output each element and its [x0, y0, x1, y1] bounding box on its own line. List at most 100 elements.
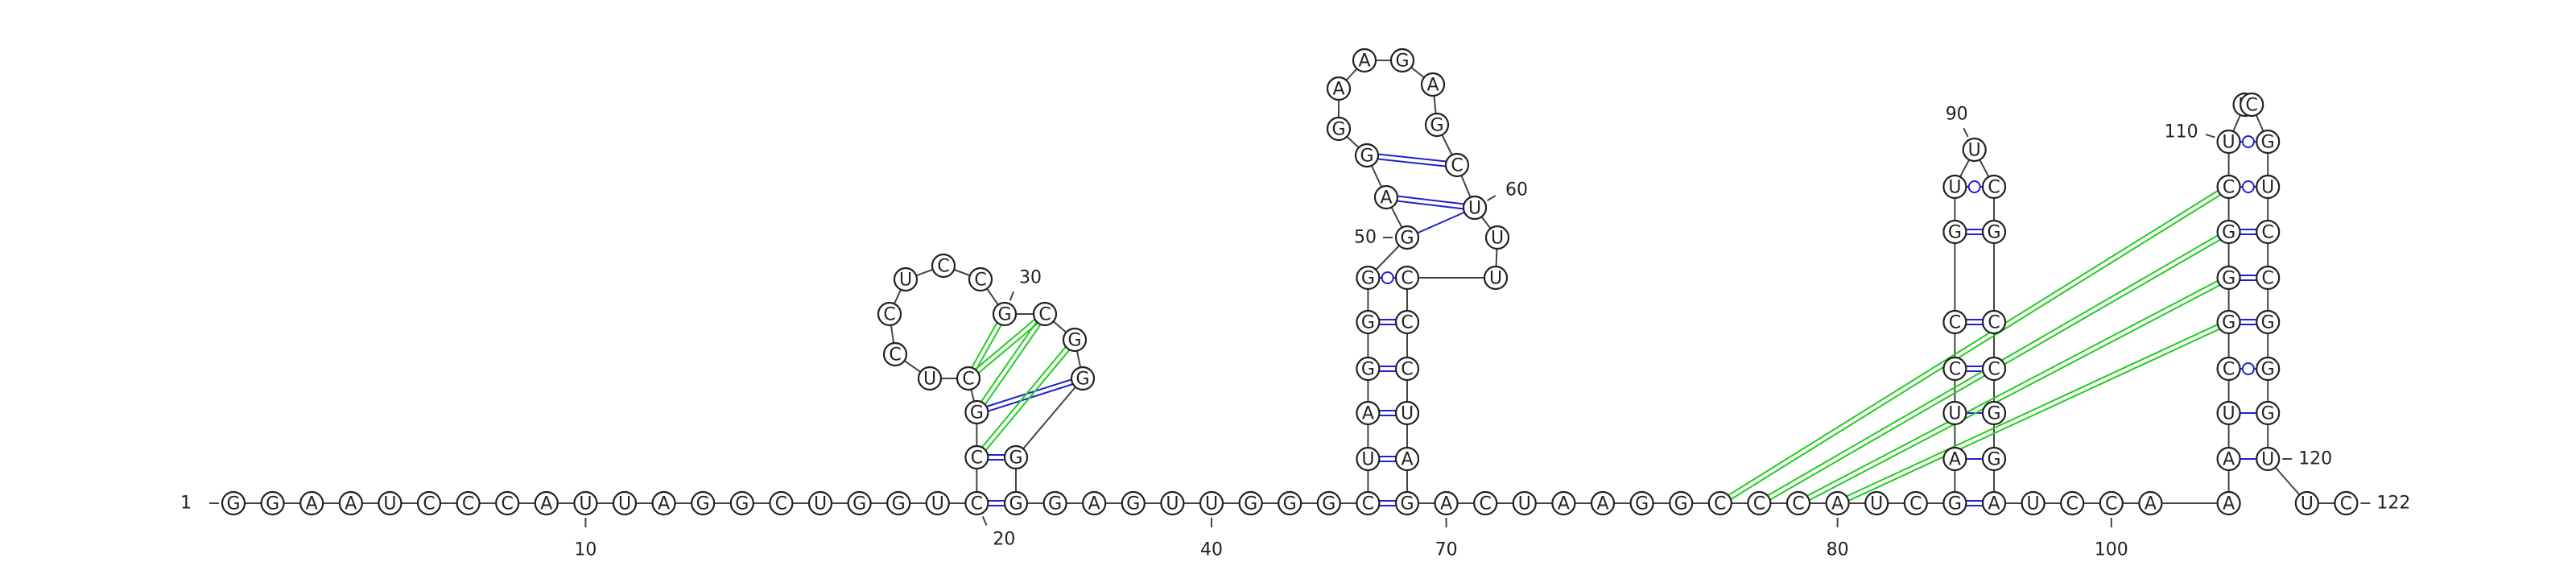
nucleotide: G: [729, 490, 754, 516]
nucleotide-base: G: [1283, 494, 1297, 514]
nucleotide-base: U: [2301, 494, 2314, 514]
position-label: 40: [1200, 518, 1223, 560]
nucleotide: G: [964, 399, 989, 425]
nucleotide-base: G: [1987, 404, 2000, 424]
nucleotide: G: [1278, 490, 1302, 516]
nucleotide: A: [534, 490, 559, 516]
nucleotide-base: G: [1009, 494, 1022, 514]
nucleotide-base: G: [1048, 494, 1062, 514]
nucleotide-base: U: [579, 494, 592, 514]
base-pair: [1966, 500, 1983, 506]
position-label-text: 122: [2376, 494, 2410, 514]
nucleotide-base: C: [1988, 178, 2000, 198]
nucleotide: U: [917, 366, 943, 391]
base-pair: [1966, 180, 1983, 193]
nucleotide-base: A: [1332, 80, 1344, 100]
position-label-text: 80: [1827, 540, 1849, 560]
nucleotide-base: G: [1430, 116, 1443, 136]
nucleotide-base: G: [1075, 370, 1089, 390]
nucleotide-base: C: [1792, 494, 1804, 514]
nucleotide: A: [1082, 490, 1107, 516]
nucleotide-base: C: [2223, 178, 2235, 198]
position-label-text: 1: [180, 494, 192, 514]
nucleotide-base: C: [423, 494, 435, 514]
nucleotide: G: [1424, 112, 1450, 138]
nucleotide-base: A: [1949, 450, 1961, 470]
base-pair: [2240, 135, 2257, 148]
nucleotide: G: [2216, 219, 2241, 245]
nucleotide: C: [2216, 356, 2241, 382]
nucleotide: G: [2216, 265, 2241, 291]
pseudoknot-pair: [975, 318, 1038, 374]
pseudoknot-pair: [971, 322, 1002, 370]
nucleotide: C: [2256, 219, 2281, 245]
nucleotide: C: [456, 490, 481, 516]
nucleotide: C: [1981, 356, 2007, 382]
base-pair: [1966, 319, 1983, 325]
nucleotide-base: G: [2261, 313, 2275, 333]
nucleotide-base: U: [1401, 404, 1414, 424]
nucleotide: G: [1238, 490, 1263, 516]
nucleotide-base: G: [226, 494, 240, 514]
nucleotide: A: [1352, 48, 1377, 73]
nucleotide-base: G: [1400, 494, 1414, 514]
nucleotide: U: [2256, 174, 2281, 200]
position-label-text: 70: [1435, 540, 1458, 560]
position-label-text: 110: [2165, 122, 2198, 143]
nucleotide-base: U: [2261, 178, 2274, 198]
backbone: [233, 60, 2347, 504]
nucleotide-base: A: [306, 494, 318, 514]
nucleotide: U: [2256, 446, 2281, 472]
nucleotide: C: [2256, 265, 2281, 291]
nucleotide: C: [1356, 490, 1381, 516]
nucleotide: G: [1942, 219, 1967, 245]
nucleotide: C: [1747, 490, 1772, 516]
nucleotide: C: [1473, 490, 1498, 516]
nucleotide: U: [807, 490, 833, 516]
nucleotide: A: [1394, 446, 1420, 472]
nucleotide-base: U: [1361, 450, 1374, 470]
base-pairs: [986, 135, 2257, 506]
nucleotide: G: [1003, 444, 1029, 470]
nucleotide-base: U: [1489, 269, 1502, 289]
nucleotide-base: C: [1909, 494, 1922, 514]
nucleotide-base: G: [1395, 52, 1409, 72]
nucleotide: A: [1356, 400, 1381, 426]
nucleotide-base: U: [1491, 229, 1504, 249]
nucleotide-base: C: [462, 494, 474, 514]
nucleotide: G: [1121, 490, 1146, 516]
nucleotide: C: [1707, 490, 1732, 516]
nucleotide-base: G: [1361, 269, 1375, 289]
nucleotide: G: [1394, 490, 1420, 516]
base-pair: [2240, 180, 2257, 193]
nucleotide: U: [1962, 137, 1987, 163]
nucleotide-base: G: [970, 403, 984, 424]
position-label-text: 60: [1505, 180, 1528, 200]
nucleotide-base: C: [2223, 360, 2235, 380]
nucleotide-base: A: [1088, 494, 1100, 514]
nucleotide: G: [1394, 225, 1420, 250]
base-pair: [1417, 211, 1465, 234]
nucleotide-base: U: [814, 494, 827, 514]
nucleotide: G: [1669, 490, 1694, 516]
base-pair: [1379, 319, 1396, 325]
nucleotide: G: [1354, 143, 1380, 168]
nucleotide-base: C: [1949, 360, 1961, 380]
nucleotide-base: C: [1714, 494, 1726, 514]
base-pair: [1966, 229, 1983, 235]
nucleotide: A: [1420, 72, 1446, 97]
nucleotide: C: [931, 253, 956, 279]
nucleotide: U: [1160, 490, 1185, 516]
nucleotide: U: [1484, 225, 1510, 250]
base-pair: [1379, 410, 1396, 416]
nucleotide-base: G: [1948, 494, 1962, 514]
nucleotide-base: C: [2262, 223, 2274, 243]
nucleotide: G: [2256, 129, 2281, 155]
nucleotide-base: A: [1426, 76, 1439, 96]
base-pair: [988, 500, 1005, 506]
nucleotide-base: G: [2222, 313, 2235, 333]
nucleotide-base: C: [2066, 494, 2079, 514]
nucleotide-base: A: [658, 494, 670, 514]
position-label: 1: [180, 494, 219, 514]
nucleotide-base: A: [1596, 494, 1608, 514]
